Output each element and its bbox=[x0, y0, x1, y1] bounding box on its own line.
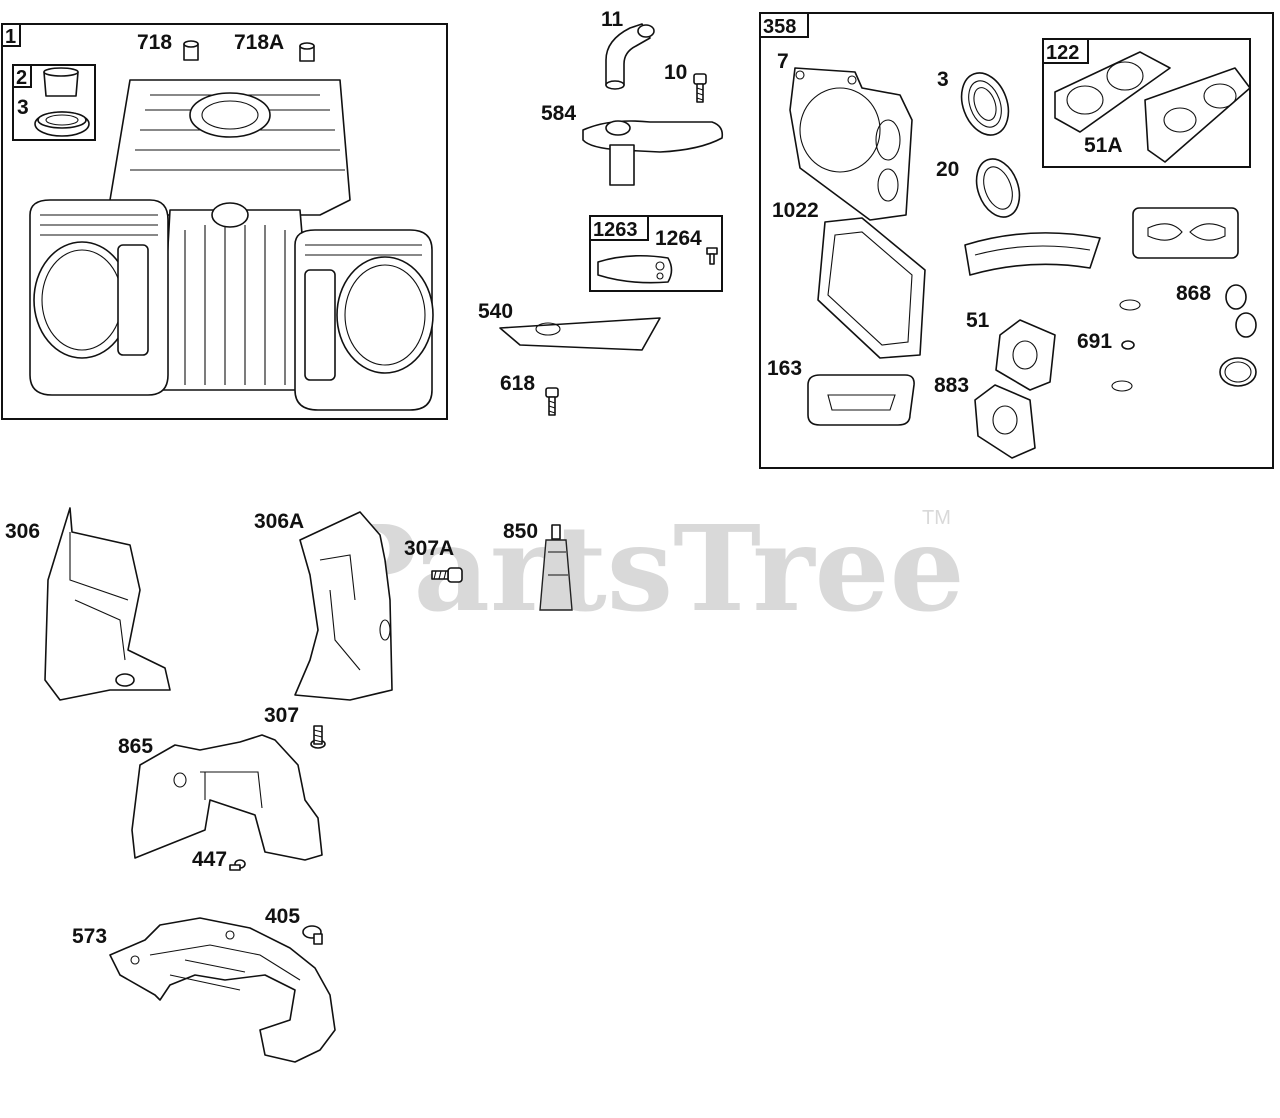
label-405: 405 bbox=[265, 905, 300, 928]
exhaust-gasket-163-part bbox=[807, 374, 915, 426]
label-20: 20 bbox=[936, 158, 959, 181]
label-307a: 307A bbox=[404, 537, 454, 560]
breather-plate-part bbox=[582, 120, 724, 186]
spacer-868-part bbox=[1225, 284, 1257, 338]
intake-adapter-gasket-part bbox=[1132, 207, 1239, 259]
screw-447-part bbox=[229, 859, 246, 871]
gasket-set-frame bbox=[759, 12, 1274, 469]
label-1022: 1022 bbox=[772, 199, 819, 222]
exhaust-gasket-strip-part bbox=[964, 232, 1101, 276]
intake-gasket-tag bbox=[1042, 38, 1089, 64]
label-1264: 1264 bbox=[655, 227, 702, 250]
watermark-text: PartsTree bbox=[328, 499, 965, 638]
label-865: 865 bbox=[118, 735, 153, 758]
screw-618-part bbox=[545, 387, 559, 416]
screw-307a-part bbox=[431, 567, 463, 583]
engine-block-frame bbox=[1, 23, 448, 420]
breather-valve-part bbox=[597, 254, 673, 284]
label-51: 51 bbox=[966, 309, 990, 332]
bearing-kit-frame bbox=[12, 64, 96, 141]
label-718: 718 bbox=[137, 31, 172, 54]
bearing-sleeve-part bbox=[43, 67, 79, 97]
intake-manifold-gasket-part bbox=[1054, 51, 1251, 163]
label-883: 883 bbox=[934, 374, 969, 397]
intake-gasket-883-part bbox=[974, 384, 1036, 459]
label-584: 584 bbox=[541, 102, 576, 125]
gasket-set-tag-label: 358 bbox=[763, 16, 796, 38]
engine-block-tag-label: 1 bbox=[5, 26, 16, 48]
label-11: 11 bbox=[601, 8, 624, 31]
label-7: 7 bbox=[777, 50, 789, 73]
breather-gasket-part bbox=[499, 317, 661, 351]
nut-691-part bbox=[1121, 340, 1135, 350]
gasket-set-group: 358 7 3 20 122 bbox=[759, 12, 1274, 469]
label-10: 10 bbox=[664, 61, 687, 84]
intake-gasket-tag-label: 122 bbox=[1046, 42, 1079, 64]
dowel-pin-718a-part bbox=[299, 42, 315, 62]
engine-block-group: 1 2 3 718 718A bbox=[1, 23, 448, 420]
label-306: 306 bbox=[5, 520, 40, 543]
screw-307-part bbox=[310, 725, 326, 749]
head-gasket-part bbox=[789, 67, 913, 221]
label-306a: 306A bbox=[254, 510, 304, 533]
watermark-trademark: TM bbox=[922, 507, 951, 529]
breather-tube-part bbox=[605, 23, 655, 90]
cylinder-shroud-306a-part bbox=[294, 511, 393, 701]
cylinder-block-part bbox=[29, 79, 434, 411]
intake-gasket-51-part bbox=[995, 319, 1056, 391]
bearing-kit-tag-label: 2 bbox=[16, 67, 27, 89]
engine-block-tag bbox=[1, 23, 21, 47]
screw-10-part bbox=[693, 73, 707, 103]
label-51a: 51A bbox=[1084, 134, 1123, 157]
bearing-kit-tag bbox=[12, 64, 32, 88]
blower-housing-573-part bbox=[109, 917, 336, 1063]
sealant-tube-part bbox=[539, 524, 573, 611]
screw-1264-part bbox=[706, 247, 718, 265]
valve-cover-gasket-part bbox=[817, 217, 926, 359]
oil-seal-20-part bbox=[975, 158, 1021, 218]
shroud-865-part bbox=[131, 734, 323, 861]
cylinder-shroud-306-part bbox=[44, 507, 171, 701]
label-447: 447 bbox=[192, 848, 227, 871]
label-850: 850 bbox=[503, 520, 538, 543]
oil-seal-3-part bbox=[960, 72, 1010, 136]
label-540: 540 bbox=[478, 300, 513, 323]
label-618: 618 bbox=[500, 372, 535, 395]
breather-kit-frame bbox=[589, 215, 723, 292]
label-691: 691 bbox=[1077, 330, 1112, 353]
breather-kit-tag bbox=[589, 215, 649, 241]
intake-gasket-frame bbox=[1042, 38, 1251, 168]
gasket-set-tag bbox=[759, 12, 809, 38]
small-ring-part bbox=[1111, 299, 1257, 392]
label-573: 573 bbox=[72, 925, 107, 948]
label-3-seal: 3 bbox=[937, 68, 949, 91]
label-868: 868 bbox=[1176, 282, 1211, 305]
breather-kit-tag-label: 1263 bbox=[593, 219, 638, 241]
dowel-pin-718-part bbox=[183, 40, 199, 61]
label-3: 3 bbox=[17, 96, 29, 119]
oil-seal-part bbox=[34, 111, 90, 137]
label-307: 307 bbox=[264, 704, 299, 727]
label-718a: 718A bbox=[234, 31, 284, 54]
screw-405-part bbox=[302, 925, 323, 945]
label-163: 163 bbox=[767, 357, 802, 380]
